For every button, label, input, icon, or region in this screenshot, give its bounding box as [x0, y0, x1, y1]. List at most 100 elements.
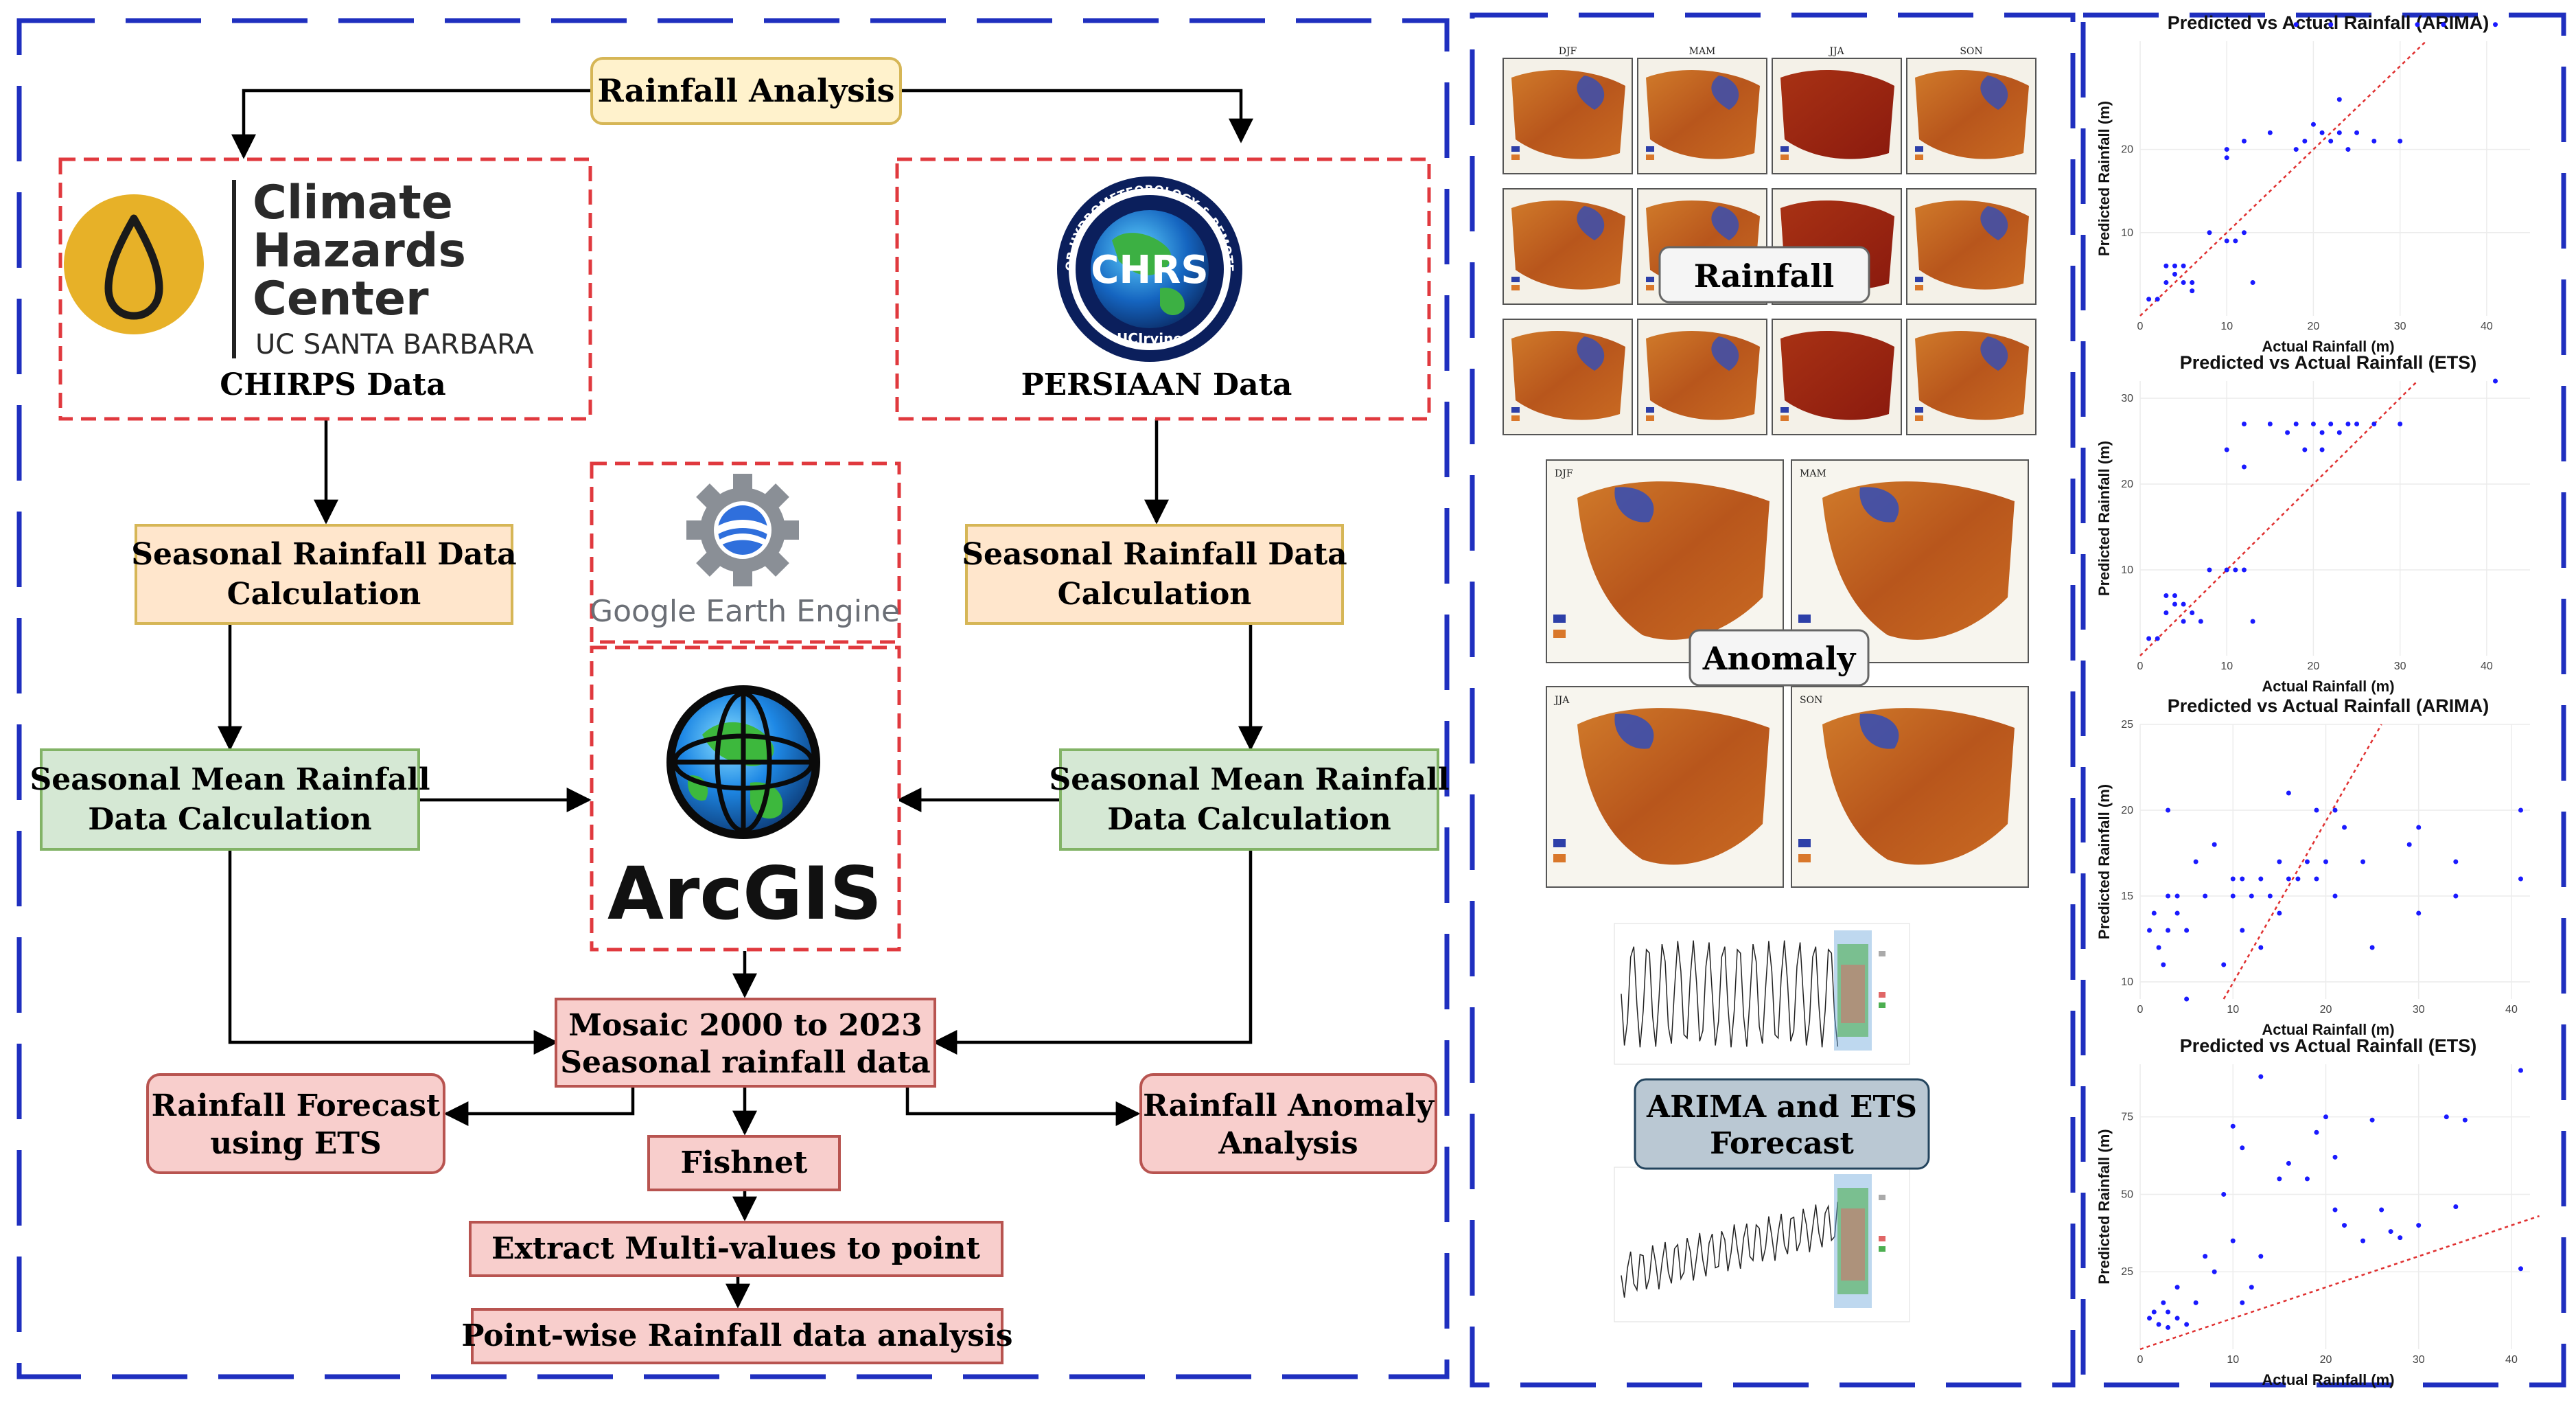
data-point	[2314, 1129, 2319, 1135]
charts-panel-border	[2080, 12, 2566, 1388]
data-point	[2181, 280, 2186, 286]
data-point	[2203, 893, 2208, 899]
data-point	[2345, 422, 2351, 426]
flowchart: Rainfall Analysis Climate Hazards Center…	[30, 57, 1450, 1364]
data-point	[2310, 122, 2316, 127]
data-point	[2193, 859, 2198, 864]
data-point	[2250, 280, 2255, 286]
chc-logo-line-3: Center	[253, 272, 429, 326]
data-point	[2371, 422, 2377, 426]
data-point	[2379, 1207, 2384, 1213]
reference-line	[2139, 380, 2418, 656]
data-point	[2328, 422, 2334, 426]
data-point	[2277, 910, 2282, 916]
data-point	[2163, 263, 2169, 268]
data-point	[2198, 619, 2203, 624]
data-point	[2230, 1123, 2236, 1129]
data-point	[2518, 1068, 2523, 1073]
data-point	[2258, 945, 2264, 950]
arrow-mosaic-to-forecast	[443, 1086, 635, 1126]
anomaly-line-1: Rainfall Anomaly	[1143, 1088, 1435, 1123]
data-point	[2319, 430, 2325, 435]
data-point	[2323, 859, 2328, 864]
data-point	[2267, 893, 2273, 899]
data-point	[2221, 1191, 2227, 1197]
chart-title: Predicted vs Actual Rainfall (ETS)	[2180, 1035, 2477, 1056]
y-tick-label: 10	[2121, 227, 2133, 239]
pointwise-node: Point-wise Rainfall data analysis	[461, 1308, 1013, 1364]
seasonal-mean-right-line-2: Data Calculation	[1107, 802, 1391, 837]
data-point	[2332, 1207, 2338, 1213]
data-point	[2518, 1266, 2523, 1272]
scatter-chart: Predicted vs Actual Rainfall (ETS)Actual…	[2096, 1035, 2540, 1388]
seasonal-calc-right-line-1: Seasonal Rainfall Data	[962, 537, 1347, 572]
data-point	[2240, 876, 2245, 882]
x-tick-label: 10	[2227, 1004, 2239, 1016]
chart-title: Predicted vs Actual Rainfall (ETS)	[2180, 352, 2477, 373]
rainfall-analysis-text: Rainfall Analysis	[598, 72, 895, 109]
anomaly-map: SON	[1791, 686, 2029, 888]
seasonal-calc-left-line-1: Seasonal Rainfall Data	[131, 537, 516, 572]
data-point	[2240, 1145, 2245, 1151]
x-tick-label: 20	[2308, 661, 2320, 672]
arcgis-box: ArcGIS	[590, 645, 901, 952]
seasonal-mean-right-node: Seasonal Mean Rainfall Data Calculation	[1049, 748, 1450, 851]
y-tick-label: 20	[2121, 144, 2133, 156]
data-point	[2233, 567, 2238, 573]
data-point	[2293, 147, 2299, 152]
data-point	[2444, 1114, 2449, 1120]
data-point	[2181, 619, 2186, 624]
y-tick-label: 25	[2121, 719, 2133, 731]
forecast-time-series-plot	[1614, 923, 1910, 1065]
data-point	[2286, 1160, 2291, 1166]
data-point	[2360, 859, 2366, 864]
data-point	[2166, 1324, 2171, 1330]
mosaic-node: Mosaic 2000 to 2023 Seasonal rainfall da…	[555, 998, 936, 1088]
y-axis-label: Predicted Rainfall (m)	[2096, 101, 2113, 256]
fishnet-text: Fishnet	[680, 1145, 808, 1180]
gear-icon	[686, 474, 799, 586]
season-label: DJF	[1555, 468, 1573, 479]
x-axis-label: Actual Rainfall (m)	[2262, 338, 2394, 355]
data-point	[2155, 297, 2160, 302]
data-point	[2172, 271, 2177, 277]
x-tick-label: 30	[2413, 1354, 2425, 1366]
fishnet-node: Fishnet	[647, 1135, 841, 1191]
anomaly-map: JJA	[1546, 686, 1784, 888]
forecast-time-series	[1614, 923, 1910, 1322]
data-point	[2336, 130, 2342, 135]
data-point	[2285, 430, 2290, 435]
x-tick-label: 40	[2505, 1004, 2518, 1016]
rainfall-analysis-node: Rainfall Analysis	[590, 57, 902, 125]
mosaic-line-1: Mosaic 2000 to 2023	[568, 1008, 922, 1043]
data-point	[2193, 1300, 2198, 1305]
data-point	[2190, 280, 2195, 286]
seasonal-mean-left-line-2: Data Calculation	[88, 802, 371, 837]
data-point	[2493, 378, 2498, 384]
chirps-source-box: Climate Hazards Center UC SANTA BARBARA …	[58, 157, 592, 421]
data-point	[2190, 610, 2195, 615]
data-point	[2398, 138, 2403, 144]
data-point	[2241, 422, 2247, 426]
x-tick-label: 0	[2137, 321, 2144, 332]
data-point	[2369, 945, 2375, 950]
chrs-logo-text: CHRS	[1091, 248, 1208, 292]
data-point	[2314, 807, 2319, 813]
seasonal-calc-right-node: Seasonal Rainfall Data Calculation	[962, 524, 1347, 625]
data-point	[2441, 22, 2446, 27]
y-tick-label: 20	[2121, 479, 2133, 490]
data-point	[2354, 422, 2360, 426]
x-axis-label: Actual Rainfall (m)	[2262, 1021, 2394, 1038]
data-point	[2240, 1300, 2245, 1305]
x-tick-label: 30	[2394, 661, 2406, 672]
data-point	[2354, 130, 2360, 135]
x-tick-label: 30	[2413, 1004, 2425, 1016]
data-point	[2163, 593, 2169, 598]
arrow-to-persiann	[901, 89, 1253, 144]
chirps-label: CHIRPS Data	[220, 367, 445, 402]
data-point	[2146, 636, 2152, 641]
anomaly-map: DJF	[1546, 459, 1784, 663]
season-label: SON	[1800, 695, 1822, 706]
data-point	[2241, 138, 2247, 144]
data-point	[2360, 1238, 2366, 1243]
